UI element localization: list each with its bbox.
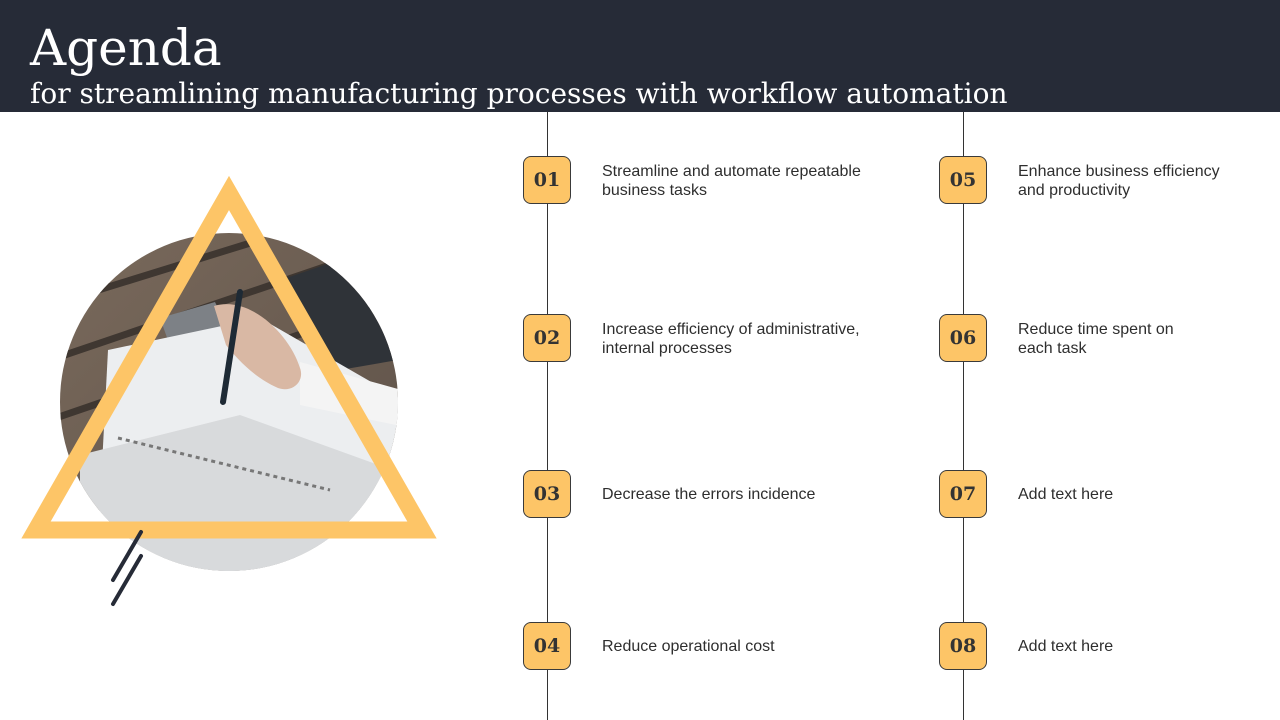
agenda-number-03: 03 [523, 470, 571, 518]
agenda-item-05: Enhance business efficiency and producti… [1018, 163, 1220, 199]
agenda-number-05: 05 [939, 156, 987, 204]
header-bar: Agenda for streamlining manufacturing pr… [0, 0, 1280, 112]
timeline-line-left [547, 112, 548, 720]
agenda-number-08: 08 [939, 622, 987, 670]
accent-slash-2 [111, 554, 143, 606]
agenda-number-04: 04 [523, 622, 571, 670]
timeline-line-right [963, 112, 964, 720]
agenda-item-02: Increase efficiency of administrative, i… [602, 321, 860, 357]
agenda-number-06: 06 [939, 314, 987, 362]
agenda-number-07: 07 [939, 470, 987, 518]
decorative-photo-graphic [21, 175, 437, 606]
agenda-number-01: 01 [523, 156, 571, 204]
page-subtitle: for streamlining manufacturing processes… [30, 77, 1008, 110]
accent-slash-1 [111, 530, 143, 582]
page-title: Agenda [30, 19, 222, 77]
agenda-item-03: Decrease the errors incidence [602, 486, 816, 503]
agenda-item-04: Reduce operational cost [602, 638, 775, 655]
triangle-outline [21, 175, 437, 539]
agenda-number-02: 02 [523, 314, 571, 362]
agenda-item-01: Streamline and automate repeatable busin… [602, 163, 861, 199]
agenda-item-08: Add text here [1018, 638, 1114, 655]
agenda-item-07: Add text here [1018, 486, 1114, 503]
agenda-item-06: Reduce time spent on each task [1018, 321, 1174, 357]
